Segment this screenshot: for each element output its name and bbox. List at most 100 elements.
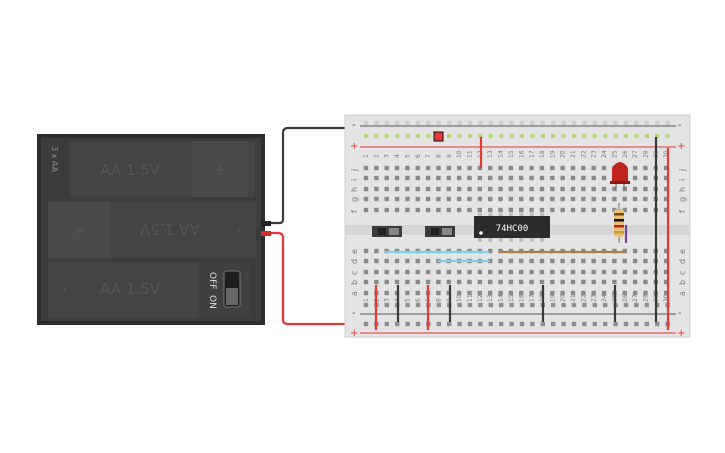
terminal-hole[interactable] [425,207,431,213]
terminal-hole[interactable] [643,196,648,202]
terminal-hole[interactable] [612,196,617,202]
rail-hole[interactable] [447,321,452,327]
rail-hole[interactable] [551,302,556,308]
terminal-hole[interactable] [446,269,451,275]
terminal-hole[interactable] [632,290,638,296]
terminal-hole[interactable] [363,258,369,264]
rail-hole[interactable] [634,120,639,126]
rail-hole[interactable] [655,321,660,327]
terminal-hole[interactable] [643,269,648,275]
terminal-hole[interactable] [374,258,379,264]
terminal-hole[interactable] [529,279,534,285]
rail-hole[interactable] [436,321,441,327]
rail-hole[interactable] [405,120,410,126]
terminal-hole[interactable] [477,290,483,296]
terminal-hole[interactable] [436,207,441,213]
terminal-hole[interactable] [539,279,545,285]
rail-hole[interactable] [655,120,660,126]
terminal-hole[interactable] [363,175,369,181]
terminal-hole[interactable] [591,175,596,181]
terminal-hole[interactable] [539,269,545,275]
terminal-hole[interactable] [663,258,669,264]
rail-hole[interactable] [582,321,587,327]
terminal-hole[interactable] [663,196,669,202]
rail-hole[interactable] [634,321,639,327]
terminal-hole[interactable] [425,186,431,192]
terminal-hole[interactable] [405,279,410,285]
rail-hole[interactable] [478,133,483,139]
terminal-hole[interactable] [519,258,524,264]
terminal-hole[interactable] [488,207,493,213]
rail-hole[interactable] [540,120,545,126]
rail-hole[interactable] [561,133,566,139]
terminal-hole[interactable] [415,258,420,264]
terminal-hole[interactable] [446,186,451,192]
terminal-hole[interactable] [643,186,648,192]
terminal-hole[interactable] [643,175,648,181]
terminal-hole[interactable] [519,290,524,296]
rail-hole[interactable] [644,133,649,139]
terminal-hole[interactable] [498,165,503,171]
terminal-hole[interactable] [591,258,596,264]
terminal-hole[interactable] [663,279,669,285]
rail-hole[interactable] [530,133,535,139]
terminal-hole[interactable] [384,258,389,264]
terminal-hole[interactable] [632,269,638,275]
terminal-hole[interactable] [374,196,379,202]
terminal-hole[interactable] [539,186,545,192]
terminal-hole[interactable] [436,279,441,285]
rail-hole[interactable] [551,120,556,126]
terminal-hole[interactable] [581,290,586,296]
rail-hole[interactable] [467,321,473,327]
terminal-hole[interactable] [643,279,648,285]
terminal-hole[interactable] [488,165,493,171]
rail-hole[interactable] [592,133,597,139]
terminal-hole[interactable] [601,207,607,213]
rail-hole[interactable] [519,321,525,327]
terminal-hole[interactable] [425,196,431,202]
terminal-hole[interactable] [394,279,400,285]
terminal-hole[interactable] [643,248,648,254]
terminal-hole[interactable] [591,207,596,213]
terminal-hole[interactable] [560,165,565,171]
rail-hole[interactable] [415,302,421,308]
rail-hole[interactable] [478,120,483,126]
terminal-hole[interactable] [498,290,503,296]
terminal-hole[interactable] [529,186,534,192]
terminal-hole[interactable] [363,196,369,202]
terminal-hole[interactable] [456,279,462,285]
rail-hole[interactable] [519,120,525,126]
terminal-hole[interactable] [405,290,410,296]
terminal-hole[interactable] [560,290,565,296]
terminal-hole[interactable] [508,196,514,202]
terminal-hole[interactable] [601,196,607,202]
terminal-hole[interactable] [446,207,451,213]
rail-hole[interactable] [571,302,577,308]
rail-hole[interactable] [530,302,535,308]
terminal-hole[interactable] [519,269,524,275]
rail-hole[interactable] [426,133,431,139]
terminal-hole[interactable] [591,290,596,296]
terminal-hole[interactable] [467,290,472,296]
terminal-hole[interactable] [394,186,400,192]
terminal-hole[interactable] [488,279,493,285]
terminal-hole[interactable] [612,269,617,275]
terminal-hole[interactable] [436,186,441,192]
terminal-hole[interactable] [570,269,576,275]
rail-hole[interactable] [540,321,545,327]
terminal-hole[interactable] [456,207,462,213]
rail-hole[interactable] [467,120,473,126]
terminal-hole[interactable] [570,290,576,296]
battery-wire-red[interactable] [271,231,367,326]
terminal-hole[interactable] [477,175,483,181]
terminal-hole[interactable] [632,196,638,202]
terminal-hole[interactable] [643,258,648,264]
terminal-hole[interactable] [581,175,586,181]
terminal-hole[interactable] [519,186,524,192]
terminal-hole[interactable] [570,186,576,192]
terminal-hole[interactable] [581,279,586,285]
rail-hole[interactable] [519,302,525,308]
terminal-hole[interactable] [601,165,607,171]
terminal-hole[interactable] [601,279,607,285]
terminal-hole[interactable] [405,186,410,192]
